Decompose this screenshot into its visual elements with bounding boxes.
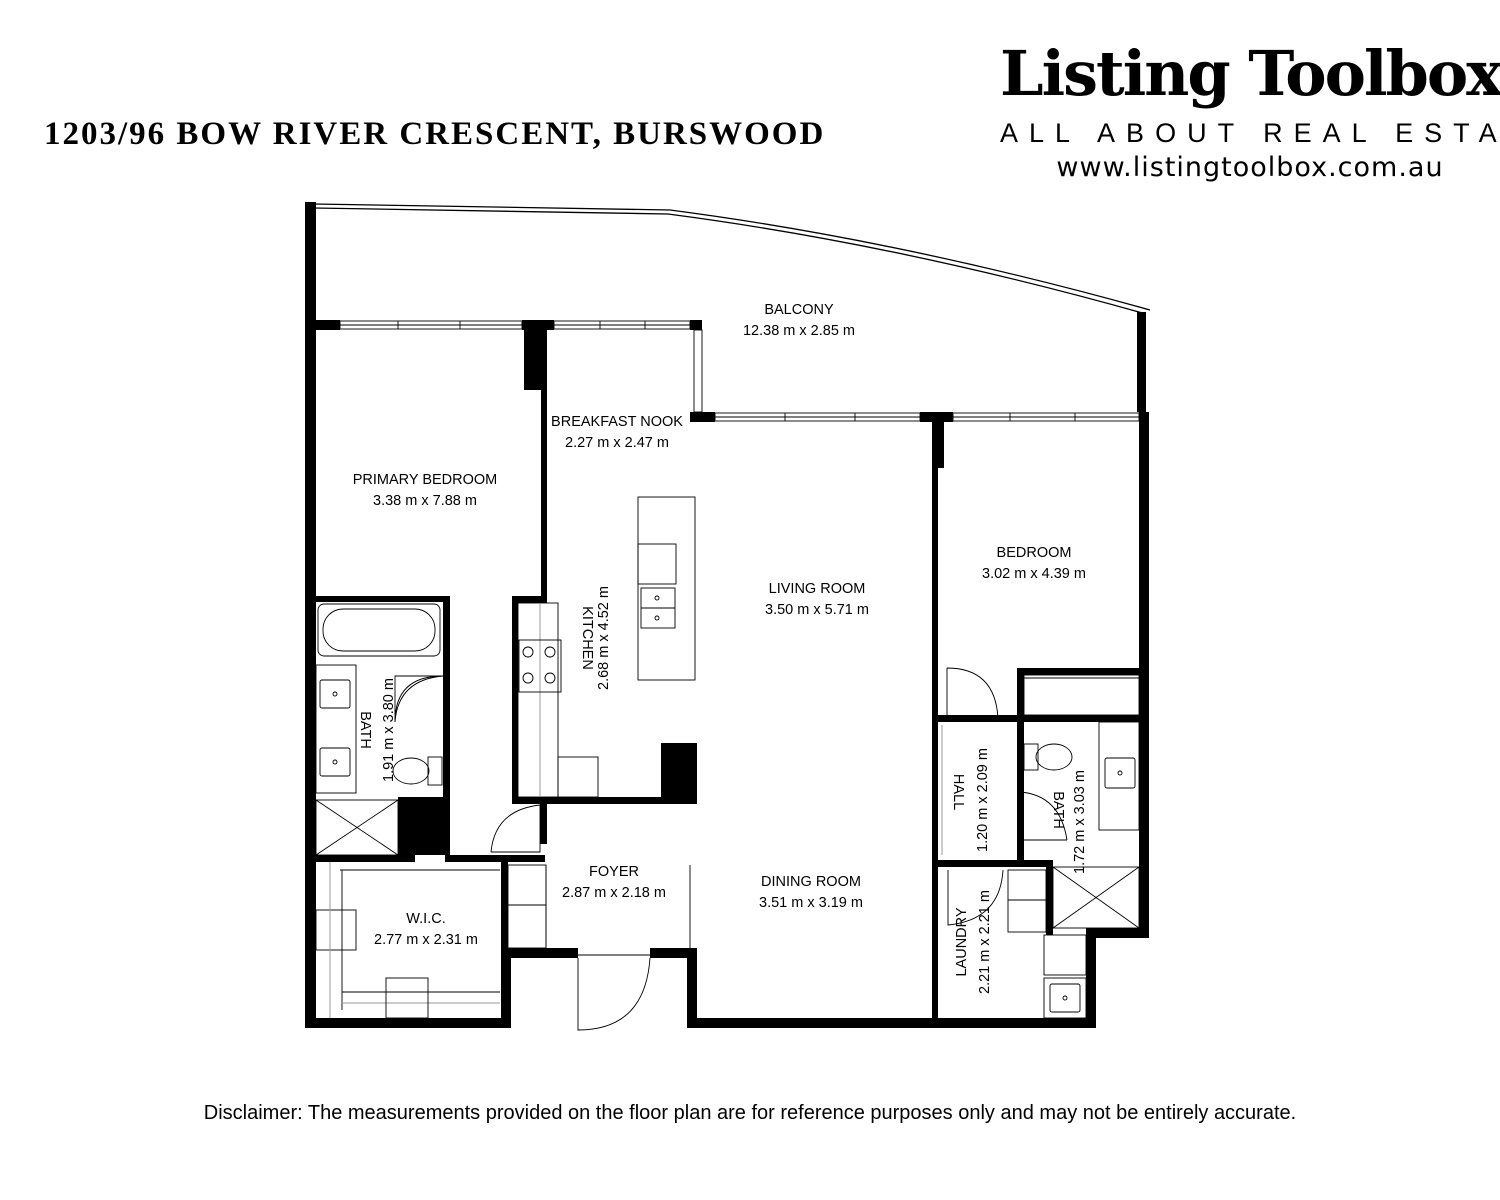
room-primary-bedroom-size: 3.38 m x 7.88 m bbox=[373, 493, 477, 509]
room-bath-second-name: BATH bbox=[1050, 791, 1066, 829]
brand-logo: Listing Toolbox ALL ABOUT REAL ESTATE ww… bbox=[1000, 36, 1500, 186]
interior-walls bbox=[305, 330, 1139, 1018]
room-kitchen-size: 2.68 m x 4.52 m bbox=[596, 586, 612, 690]
windows bbox=[339, 320, 1140, 422]
room-dining-room-size: 3.51 m x 3.19 m bbox=[759, 895, 863, 911]
brand-name: Listing Toolbox bbox=[1000, 37, 1500, 110]
room-dining-room-name: DINING ROOM bbox=[761, 874, 861, 890]
room-kitchen-name: KITCHEN bbox=[579, 606, 595, 670]
brand-tagline: ALL ABOUT REAL ESTATE bbox=[1000, 118, 1500, 148]
room-balcony-size: 12.38 m x 2.85 m bbox=[743, 323, 855, 339]
room-bath-primary-size: 1.91 m x 3.80 m bbox=[381, 678, 397, 782]
fixtures bbox=[315, 496, 1140, 1019]
room-foyer-size: 2.87 m x 2.18 m bbox=[562, 885, 666, 901]
room-bedroom-name: BEDROOM bbox=[997, 545, 1072, 561]
room-living-room-size: 3.50 m x 5.71 m bbox=[765, 602, 869, 618]
room-hall-name: HALL bbox=[950, 774, 966, 810]
room-wic-name: W.I.C. bbox=[406, 911, 445, 927]
room-wic-size: 2.77 m x 2.31 m bbox=[374, 932, 478, 948]
doors bbox=[394, 667, 1068, 1031]
room-bath-primary-name: BATH bbox=[357, 711, 373, 749]
room-primary-bedroom-name: PRIMARY BEDROOM bbox=[353, 472, 498, 488]
room-living-room-name: LIVING ROOM bbox=[769, 581, 866, 597]
brand-url: www.listingtoolbox.com.au bbox=[1056, 152, 1444, 183]
disclaimer: Disclaimer: The measurements provided on… bbox=[203, 1102, 1297, 1124]
room-bedroom-size: 3.02 m x 4.39 m bbox=[982, 566, 1086, 582]
room-hall-size: 1.20 m x 2.09 m bbox=[975, 748, 991, 852]
room-balcony-name: BALCONY bbox=[764, 302, 834, 318]
room-labels: BALCONY 12.38 m x 2.85 m BREAKFAST NOOK … bbox=[353, 302, 1088, 994]
property-address: 1203/96 BOW RIVER CRESCENT, BURSWOOD bbox=[44, 116, 826, 152]
balcony-outline bbox=[313, 203, 1151, 412]
room-bath-second-size: 1.72 m x 3.03 m bbox=[1072, 770, 1088, 874]
room-laundry-size: 2.21 m x 2.21 m bbox=[977, 890, 993, 994]
room-breakfast-nook-name: BREAKFAST NOOK bbox=[551, 414, 683, 430]
exterior-walls bbox=[305, 202, 1149, 1028]
room-laundry-name: LAUNDRY bbox=[954, 907, 970, 976]
room-breakfast-nook-size: 2.27 m x 2.47 m bbox=[565, 435, 669, 451]
room-foyer-name: FOYER bbox=[589, 864, 639, 880]
